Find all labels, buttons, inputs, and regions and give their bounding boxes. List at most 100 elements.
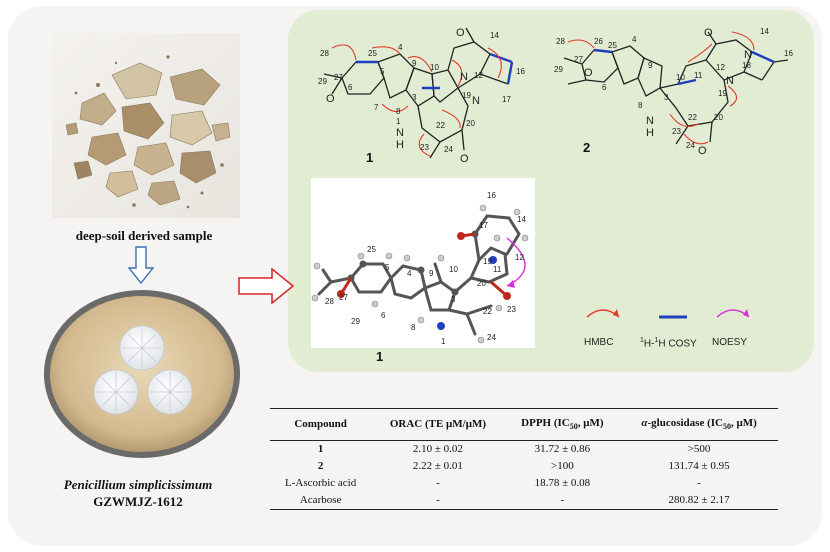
compound-2-label: 2 (583, 140, 591, 155)
svg-text:5: 5 (385, 263, 390, 272)
svg-text:8: 8 (411, 323, 416, 332)
cell-glucosidase: 280.82 ± 2.17 (620, 492, 778, 511)
svg-text:24: 24 (444, 145, 453, 154)
cell-dpph: 31.72 ± 0.86 (534, 443, 591, 456)
legend-hmbc: HMBC (584, 337, 614, 348)
svg-text:O: O (456, 27, 465, 39)
cell-compound: 2 (317, 460, 324, 473)
header-dpph: DPPH (IC50, μM) (504, 407, 621, 442)
svg-text:27: 27 (334, 73, 343, 82)
svg-text:25: 25 (367, 245, 376, 254)
svg-text:12: 12 (474, 71, 483, 80)
svg-text:23: 23 (420, 143, 429, 152)
svg-text:N: N (472, 95, 480, 107)
svg-text:O: O (698, 145, 707, 157)
svg-text:12: 12 (716, 63, 725, 72)
compound-1-label: 1 (366, 150, 374, 165)
svg-text:N: N (726, 75, 734, 87)
svg-text:O: O (584, 67, 593, 79)
cell-orac: - (371, 492, 505, 511)
svg-text:22: 22 (688, 113, 697, 122)
svg-text:17: 17 (479, 221, 488, 230)
svg-text:H: H (396, 139, 404, 151)
svg-text:7: 7 (374, 103, 379, 112)
svg-text:10: 10 (676, 73, 685, 82)
svg-text:24: 24 (487, 333, 496, 342)
colony-top (119, 325, 165, 371)
svg-text:16: 16 (784, 49, 793, 58)
svg-text:19: 19 (718, 89, 727, 98)
svg-text:N: N (646, 115, 654, 127)
svg-text:8: 8 (396, 107, 401, 116)
svg-text:5: 5 (380, 67, 385, 76)
cell-dpph: - (504, 492, 621, 511)
svg-text:10: 10 (449, 265, 458, 274)
svg-text:23: 23 (672, 127, 681, 136)
svg-text:14: 14 (490, 31, 499, 40)
svg-text:20: 20 (466, 119, 475, 128)
svg-text:28: 28 (325, 297, 334, 306)
table-row: Acarbose - - 280.82 ± 2.17 (270, 492, 778, 511)
cell-compound: 1 (317, 443, 324, 456)
cell-compound: Acarbose (270, 492, 372, 511)
svg-text:29: 29 (554, 65, 563, 74)
svg-text:22: 22 (483, 307, 492, 316)
svg-text:9: 9 (412, 59, 417, 68)
soil-sample-photo (52, 33, 240, 218)
structure-compound-1: 28 25 27 29 6 5 4 9 10 3 7 8 1 23 22 24 … (318, 27, 525, 165)
svg-text:3: 3 (451, 295, 456, 304)
down-arrow-icon (128, 246, 154, 284)
svg-text:4: 4 (398, 43, 403, 52)
svg-text:4: 4 (632, 35, 637, 44)
svg-text:14: 14 (760, 27, 769, 36)
cell-dpph: >100 (551, 460, 574, 473)
svg-text:28: 28 (320, 49, 329, 58)
svg-text:17: 17 (502, 95, 511, 104)
svg-text:29: 29 (351, 317, 360, 326)
table-row: 2 2.22 ± 0.01 >100 131.74 ± 0.95 (270, 458, 778, 475)
svg-text:6: 6 (381, 311, 386, 320)
structure-compound-2: 28 26 25 27 29 6 4 9 10 11 3 8 22 23 24 … (554, 27, 793, 157)
cell-glucosidase: >500 (687, 443, 711, 456)
svg-text:H: H (646, 127, 654, 139)
petri-dish-photo (44, 290, 240, 458)
svg-text:1: 1 (396, 117, 401, 126)
svg-text:11: 11 (493, 265, 502, 274)
svg-text:25: 25 (368, 49, 377, 58)
svg-text:26: 26 (594, 37, 603, 46)
svg-text:27: 27 (574, 55, 583, 64)
svg-text:27: 27 (339, 293, 348, 302)
svg-text:20: 20 (477, 279, 486, 288)
svg-text:20: 20 (714, 113, 723, 122)
header-orac: ORAC (TE μM/μM) (371, 407, 505, 442)
svg-text:24: 24 (686, 141, 695, 150)
header-glucosidase: α-glucosidase (IC50, μM) (620, 407, 778, 442)
svg-text:22: 22 (436, 121, 445, 130)
cell-orac: 2.22 ± 0.01 (412, 460, 463, 473)
svg-text:4: 4 (407, 269, 412, 278)
svg-text:O: O (326, 93, 335, 105)
xray-crystal-structure: 16 14 17 12 19 25 5 4 9 10 20 11 3 28 27… (311, 178, 535, 348)
svg-text:18: 18 (742, 61, 751, 70)
colony-left (93, 369, 139, 415)
svg-text:10: 10 (430, 63, 439, 72)
table-row: 1 2.10 ± 0.02 31.72 ± 0.86 >500 (270, 441, 778, 459)
svg-text:12: 12 (515, 253, 524, 262)
svg-text:O: O (704, 27, 713, 39)
cell-glucosidase: 131.74 ± 0.95 (668, 460, 730, 473)
svg-text:1: 1 (441, 337, 446, 346)
svg-text:19: 19 (462, 91, 471, 100)
svg-text:3: 3 (412, 93, 417, 102)
svg-text:3: 3 (664, 93, 669, 102)
bioactivity-table: Compound ORAC (TE μM/μM) DPPH (IC50, μM)… (270, 407, 778, 511)
svg-text:N: N (396, 127, 404, 139)
svg-text:9: 9 (648, 61, 653, 70)
svg-text:25: 25 (608, 41, 617, 50)
svg-text:6: 6 (602, 83, 607, 92)
strain-id: GZWMJZ-1612 (93, 494, 183, 509)
crystal-label: 1 (376, 349, 384, 364)
svg-text:28: 28 (556, 37, 565, 46)
colony-right (147, 369, 193, 415)
svg-text:29: 29 (318, 77, 327, 86)
svg-text:N: N (744, 49, 752, 61)
